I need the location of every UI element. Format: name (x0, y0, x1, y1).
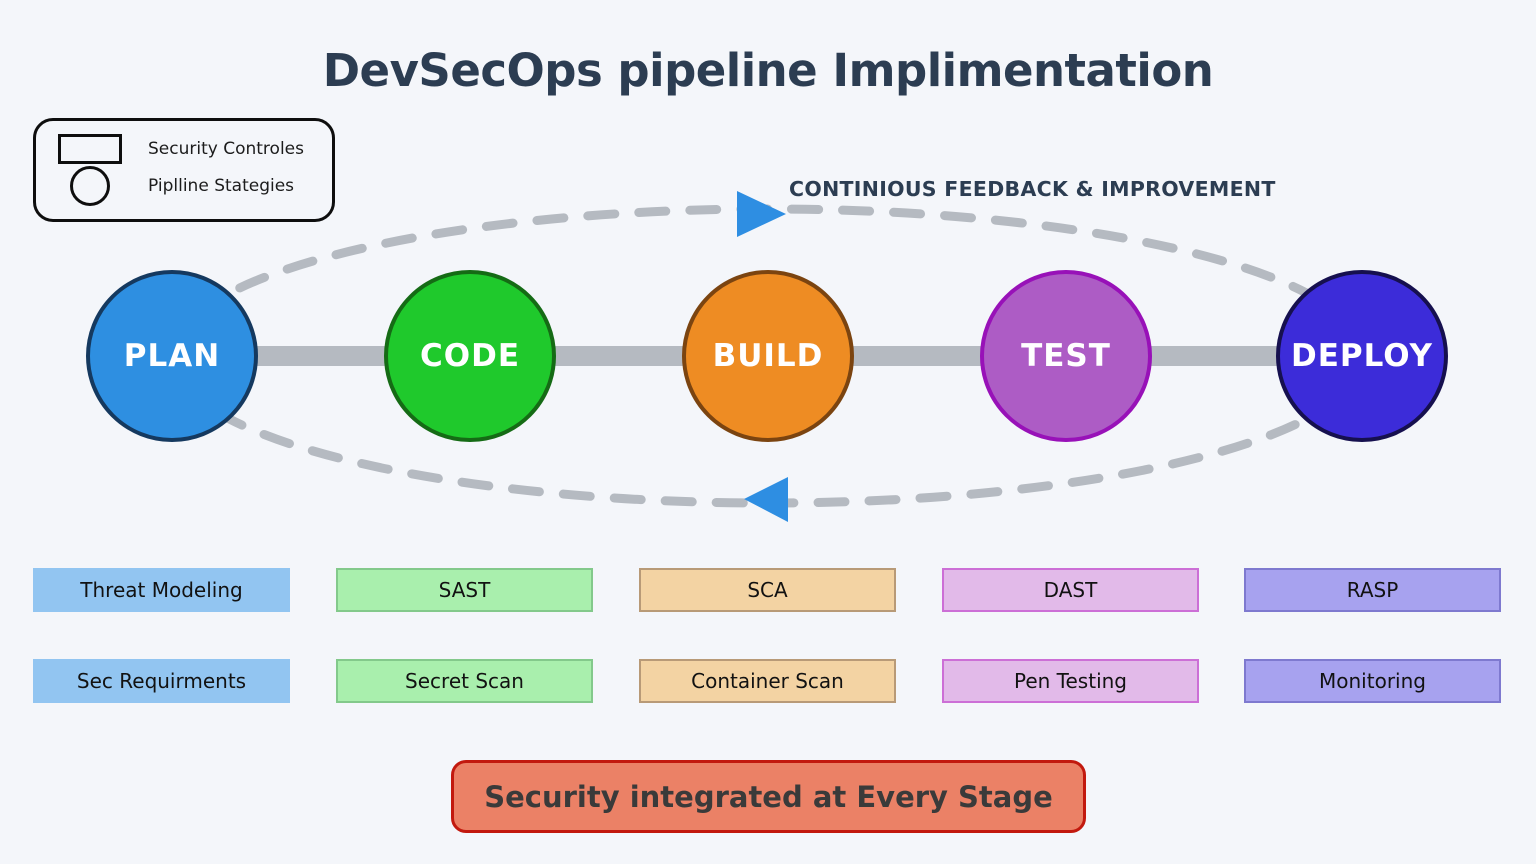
feedback-arrow-right-icon (737, 191, 786, 237)
feedback-label: CONTINIOUS FEEDBACK & IMPROVEMENT (789, 177, 1276, 201)
control-box-secret-scan: Secret Scan (336, 659, 593, 703)
stage-circle-code: CODE (384, 270, 556, 442)
control-box-container-scan: Container Scan (639, 659, 896, 703)
rectangle-swatch-icon (58, 134, 122, 164)
legend-row-pipeline-strategies: Piplline Stategies (54, 166, 316, 206)
page-title: DevSecOps pipeline Implimentation (322, 44, 1214, 97)
legend-label-security-controls: Security Controles (148, 139, 304, 159)
legend-label-pipeline-strategies: Piplline Stategies (148, 176, 295, 196)
control-box-dast: DAST (942, 568, 1199, 612)
stage-circle-build: BUILD (682, 270, 854, 442)
legend-row-security-controls: Security Controles (54, 134, 316, 164)
stage-label: PLAN (123, 338, 221, 374)
control-box-threat-modeling: Threat Modeling (33, 568, 290, 612)
legend: Security Controles Piplline Stategies (33, 118, 335, 222)
control-box-rasp: RASP (1244, 568, 1501, 612)
feedback-arrow-left-icon (744, 477, 788, 522)
stage-circle-test: TEST (980, 270, 1152, 442)
stage-label: CODE (419, 338, 520, 374)
control-box-pen-testing: Pen Testing (942, 659, 1199, 703)
stage-circle-plan: PLAN (86, 270, 258, 442)
stage-label: DEPLOY (1291, 338, 1433, 374)
stage-label: TEST (1021, 338, 1111, 374)
circle-swatch-icon (70, 166, 110, 206)
control-box-sast: SAST (336, 568, 593, 612)
stage-circle-deploy: DEPLOY (1276, 270, 1448, 442)
banner: Security integrated at Every Stage (451, 760, 1086, 833)
stage-label: BUILD (712, 338, 824, 374)
control-box-sec-requirements: Sec Requirments (33, 659, 290, 703)
control-box-sca: SCA (639, 568, 896, 612)
control-box-monitoring: Monitoring (1244, 659, 1501, 703)
